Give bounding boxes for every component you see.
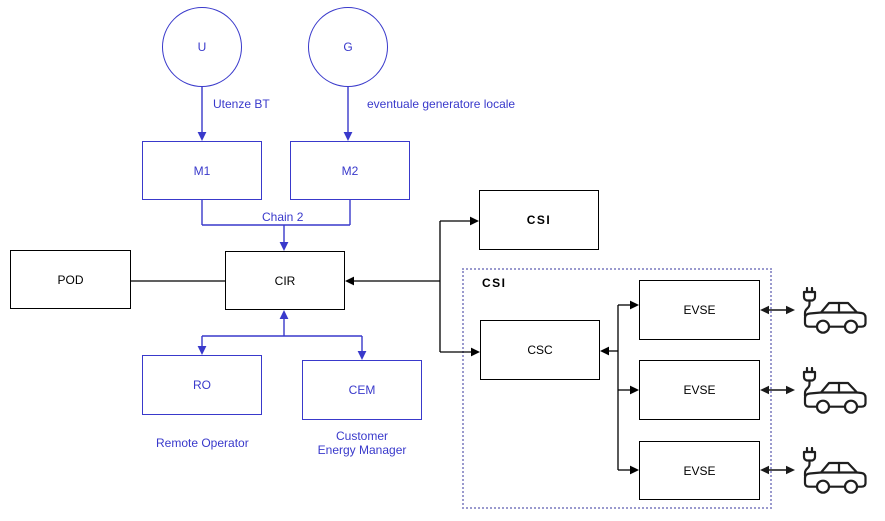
arrowhead-into-cem [357, 351, 367, 360]
arrowhead-into-m2 [343, 132, 353, 141]
ev-car-icon-1 [802, 287, 867, 334]
charging-cable-icon [803, 299, 811, 318]
caption-remote-operator: Remote Operator [156, 436, 249, 450]
arrowhead-into-ro [197, 346, 207, 355]
black-connectors [131, 220, 630, 471]
rear-wheel-icon [843, 399, 859, 414]
caption-utenze-bt: Utenze BT [213, 97, 270, 111]
blue-arrowheads [197, 132, 367, 360]
node-g-label: G [343, 40, 353, 54]
node-cem-label: CEM [348, 383, 376, 397]
car-body-icon [803, 461, 867, 488]
arrowhead-into-cir-bottom [279, 310, 289, 319]
charging-cable-icon [803, 459, 811, 478]
double-arrow-left-head-3 [760, 465, 769, 475]
ev-car-icon-2 [802, 367, 867, 414]
double-arrow-right-head-2 [786, 385, 795, 395]
evse-car-double-arrows [760, 305, 795, 475]
caption-cem-line2: Energy Manager [317, 443, 407, 457]
node-m2: M2 [290, 141, 410, 200]
car-body-icon [803, 381, 867, 408]
double-arrow-right-head-3 [786, 465, 795, 475]
node-evse-3-label: EVSE [683, 463, 716, 478]
black-arrowheads [345, 216, 639, 475]
node-g-circle: G [308, 7, 388, 87]
node-evse-3: EVSE [639, 441, 760, 500]
ro-cem-bus-line [201, 335, 363, 351]
node-csc-label: CSC [527, 343, 553, 357]
arrowhead-into-csi-box [470, 216, 479, 226]
caption-generatore-locale: eventuale generatore locale [367, 97, 516, 111]
front-wheel-icon [815, 399, 831, 414]
node-pod: POD [10, 250, 131, 309]
node-u-label: U [197, 40, 207, 54]
node-evse-1: EVSE [639, 280, 760, 340]
node-csc: CSC [480, 320, 600, 380]
arrowhead-into-csc-left [471, 347, 480, 357]
front-wheel-icon [815, 319, 831, 334]
node-ro: RO [142, 355, 262, 415]
node-pod-label: POD [57, 272, 84, 287]
double-arrow-left-head-1 [760, 305, 769, 315]
front-wheel-icon [815, 479, 831, 494]
plug-body-icon [802, 290, 817, 302]
caption-chain-2: Chain 2 [262, 210, 304, 224]
car-body-icon [803, 301, 867, 328]
node-ro-label: RO [193, 378, 211, 392]
ev-car-icon-3 [802, 447, 867, 494]
plug-body-icon [802, 450, 817, 462]
node-cir: CIR [225, 251, 345, 310]
node-evse-2: EVSE [639, 360, 760, 420]
arrowhead-into-evse-2 [630, 385, 639, 395]
plug-body-icon [802, 370, 817, 382]
arrowhead-into-cir-top [279, 242, 289, 251]
arrowhead-into-evse-1 [630, 300, 639, 310]
node-m2-label: M2 [341, 163, 359, 178]
rear-wheel-icon [843, 479, 859, 494]
rear-wheel-icon [843, 319, 859, 334]
node-csi: CSI [479, 190, 599, 250]
arrowhead-into-csc-right [600, 346, 609, 356]
chain2-bus-line [201, 200, 351, 226]
node-u-circle: U [162, 7, 242, 87]
node-cem: CEM [302, 360, 422, 420]
node-m1: M1 [142, 141, 262, 200]
node-evse-1-label: EVSE [683, 303, 716, 317]
blue-connectors [201, 87, 363, 351]
csi-group-container [462, 268, 772, 509]
csi-group-label: CSI [482, 276, 507, 290]
node-evse-2-label: EVSE [683, 383, 716, 397]
double-arrow-right-head-1 [786, 305, 795, 315]
node-m1-label: M1 [193, 163, 211, 178]
caption-customer-energy-manager: Customer Energy Manager [302, 429, 422, 457]
arrowhead-into-evse-3 [630, 465, 639, 475]
node-csi-label: CSI [526, 213, 552, 227]
double-arrow-left-head-2 [760, 385, 769, 395]
arrowhead-into-cir-right [345, 276, 354, 286]
node-cir-label: CIR [274, 273, 296, 288]
charging-cable-icon [803, 379, 811, 398]
caption-cem-line1: Customer [335, 429, 388, 443]
arrowhead-into-m1 [197, 132, 207, 141]
